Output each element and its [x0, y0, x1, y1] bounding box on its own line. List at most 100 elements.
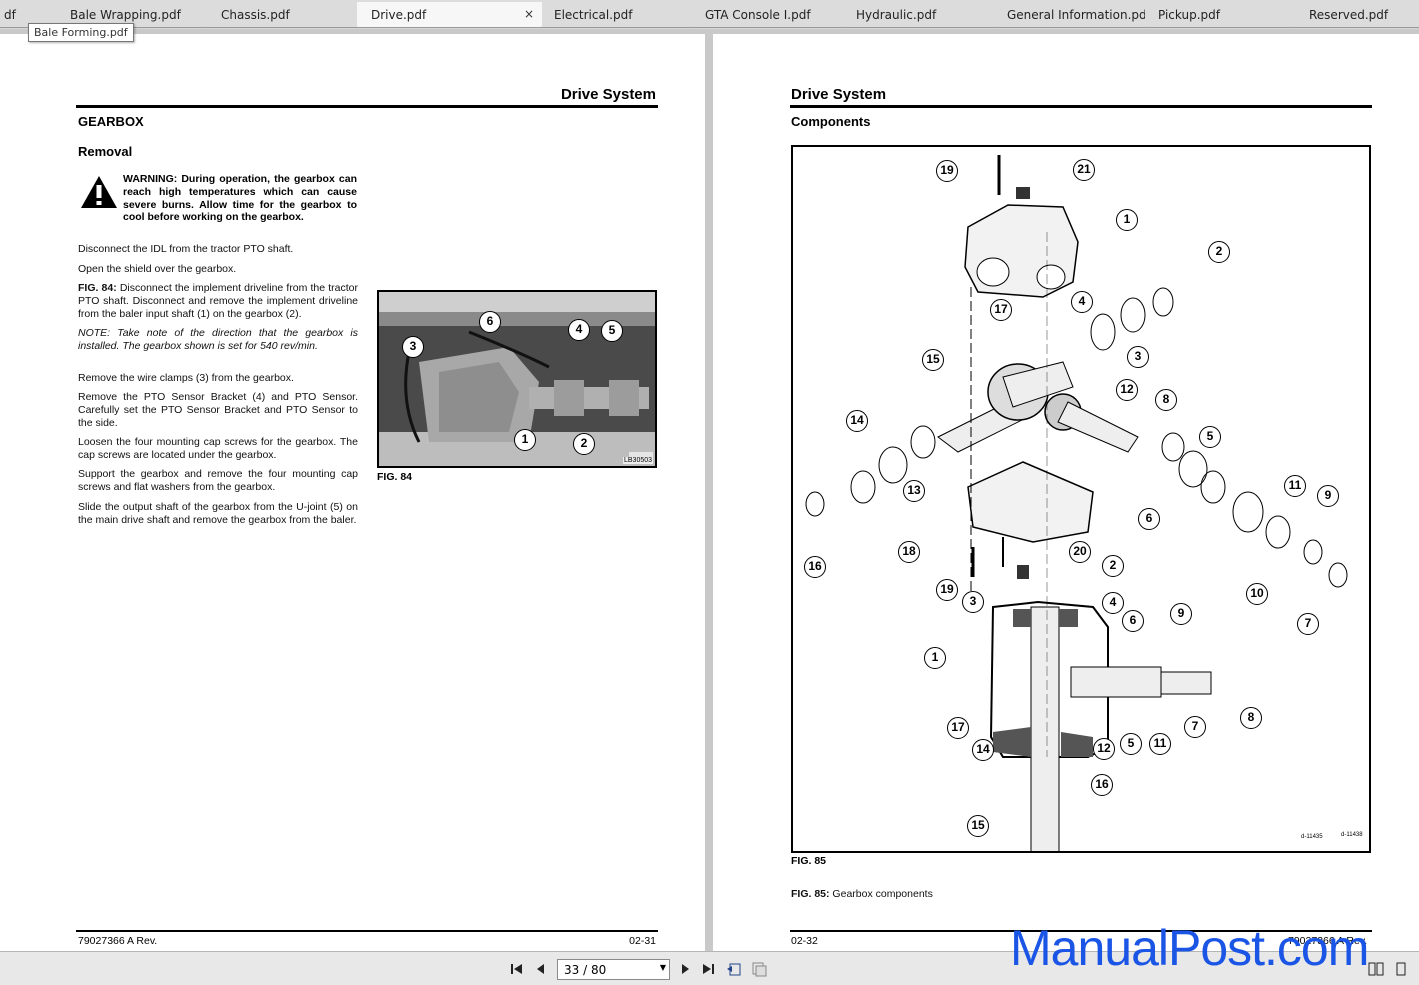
watermark: ManualPost.com [1010, 920, 1369, 976]
callout-number: 6 [1122, 610, 1144, 632]
single-page-view-icon[interactable] [1393, 961, 1409, 977]
tab-partial[interactable]: df [0, 2, 60, 27]
callout-number: 20 [1069, 541, 1091, 563]
fig85-label: FIG. 85 [791, 855, 827, 867]
tab-reserved[interactable]: Reserved.pdf [1295, 2, 1419, 27]
callout-number: 15 [922, 349, 944, 371]
note-text: NOTE: Take note of the direction that th… [78, 327, 358, 352]
tab-electrical[interactable]: Electrical.pdf [540, 2, 693, 27]
tab-chassis[interactable]: Chassis.pdf [207, 2, 359, 27]
subsection-title: Removal [78, 144, 133, 159]
step-fig84: FIG. 84: Disconnect the implement drivel… [78, 282, 358, 320]
footer-doc-number: 79027366 A Rev. [78, 935, 158, 947]
caption-text: Gearbox components [829, 888, 933, 900]
tab-label: Pickup.pdf [1158, 8, 1220, 22]
page-number-input[interactable]: 33 / 80 ▼ [557, 959, 670, 980]
tab-hydraulic[interactable]: Hydraulic.pdf [842, 2, 994, 27]
previous-view-icon[interactable] [726, 961, 742, 977]
prev-page-icon[interactable] [533, 961, 549, 977]
gearbox-photo [377, 290, 657, 468]
step-wire-clamps: Remove the wire clamps (3) from the gear… [78, 372, 294, 384]
two-page-view-icon[interactable] [1368, 961, 1384, 977]
step-disconnect-idl: Disconnect the IDL from the tractor PTO … [78, 243, 294, 255]
page-left: Drive System GEARBOX Removal WARNING: Du… [0, 34, 705, 951]
navigation-toolbar: 33 / 80 ▼ [0, 951, 1419, 985]
callout-number: 11 [1149, 733, 1171, 755]
callout-number: 2 [1208, 241, 1230, 263]
step-loosen-screws: Loosen the four mounting cap screws for … [78, 436, 358, 461]
caption-fig-ref: FIG. 85: [791, 888, 830, 900]
callout-number: 19 [936, 579, 958, 601]
tab-bar: df Bale Wrapping.pdf Chassis.pdf Drive.p… [0, 0, 1419, 28]
footer-rule [76, 930, 658, 932]
warning-triangle-icon [81, 176, 117, 208]
first-page-icon[interactable] [509, 961, 525, 977]
tab-gta-console[interactable]: GTA Console I.pdf [691, 2, 843, 27]
callout-number: 3 [402, 336, 424, 358]
footer-rule [790, 930, 1372, 932]
callout-number: 21 [1073, 159, 1095, 181]
last-page-icon[interactable] [700, 961, 716, 977]
callout-number: 9 [1317, 485, 1339, 507]
header-rule [790, 105, 1372, 108]
callout-number: 1 [514, 429, 536, 451]
callout-number: 6 [479, 311, 501, 333]
callout-number: 5 [1199, 426, 1221, 448]
callout-number: 12 [1093, 738, 1115, 760]
callout-number: 4 [1102, 592, 1124, 614]
page-header-title: Drive System [560, 86, 656, 103]
diagram-drawing [805, 155, 1348, 868]
callout-number: 1 [924, 647, 946, 669]
tab-label: Reserved.pdf [1309, 8, 1389, 22]
callout-number: 8 [1240, 707, 1262, 729]
tab-drive[interactable]: Drive.pdf × [357, 2, 542, 27]
callout-number: 4 [568, 319, 590, 341]
callout-number: 2 [1102, 555, 1124, 577]
callout-number: 5 [1120, 733, 1142, 755]
footer-page-number: 02-32 [791, 935, 818, 947]
page-indicator: 33 / 80 [564, 963, 607, 977]
next-view-icon[interactable] [751, 961, 767, 977]
callout-number: 16 [1091, 774, 1113, 796]
callout-number: 3 [1127, 346, 1149, 368]
page-header-title: Drive System [791, 86, 887, 103]
diagram-code-2: d-11438 [1341, 832, 1363, 838]
diagram-code-1: d-11435 [1301, 834, 1323, 840]
close-tab-icon[interactable]: × [523, 7, 534, 21]
fig85-caption: FIG. 85: Gearbox components [791, 888, 1091, 901]
tab-label: Electrical.pdf [554, 8, 633, 22]
callout-number: 17 [947, 717, 969, 739]
callout-number: 3 [962, 591, 984, 613]
callout-number: 9 [1170, 603, 1192, 625]
footer-doc-number: 79027366 A Rev. [1288, 935, 1368, 947]
callout-number: 12 [1116, 379, 1138, 401]
footer-page-number: 02-31 [629, 935, 656, 947]
callout-number: 13 [903, 480, 925, 502]
callout-number: 10 [1246, 583, 1268, 605]
callout-number: 17 [990, 299, 1012, 321]
tab-pickup[interactable]: Pickup.pdf [1144, 2, 1296, 27]
tab-label: GTA Console I.pdf [705, 8, 811, 22]
tab-bale-wrapping[interactable]: Bale Wrapping.pdf [56, 2, 208, 27]
callout-number: 15 [967, 815, 989, 837]
warning-text: WARNING: During operation, the gearbox c… [123, 173, 357, 224]
callout-number: 19 [936, 160, 958, 182]
callout-number: 11 [1284, 475, 1306, 497]
page-dropdown-icon[interactable]: ▼ [659, 963, 666, 972]
fig84-label: FIG. 84 [377, 471, 413, 483]
fig-ref: FIG. 84: [78, 282, 117, 294]
step-sensor-bracket: Remove the PTO Sensor Bracket (4) and PT… [78, 391, 358, 429]
step-open-shield: Open the shield over the gearbox. [78, 263, 237, 275]
section-title: Components [791, 114, 871, 129]
next-page-icon[interactable] [677, 961, 693, 977]
tab-label: Drive.pdf [371, 8, 427, 22]
tab-tooltip: Bale Forming.pdf [28, 23, 134, 42]
section-title: GEARBOX [78, 114, 144, 129]
photo-code: LB30503 [623, 457, 654, 464]
tab-general-information[interactable]: General Information.pdf [993, 2, 1145, 27]
tab-label: Hydraulic.pdf [856, 8, 937, 22]
gearbox-exploded-diagram [791, 145, 1371, 868]
step-fig84-text: Disconnect the implement driveline from … [78, 282, 358, 320]
document-viewport[interactable]: Drive System GEARBOX Removal WARNING: Du… [0, 29, 1419, 951]
